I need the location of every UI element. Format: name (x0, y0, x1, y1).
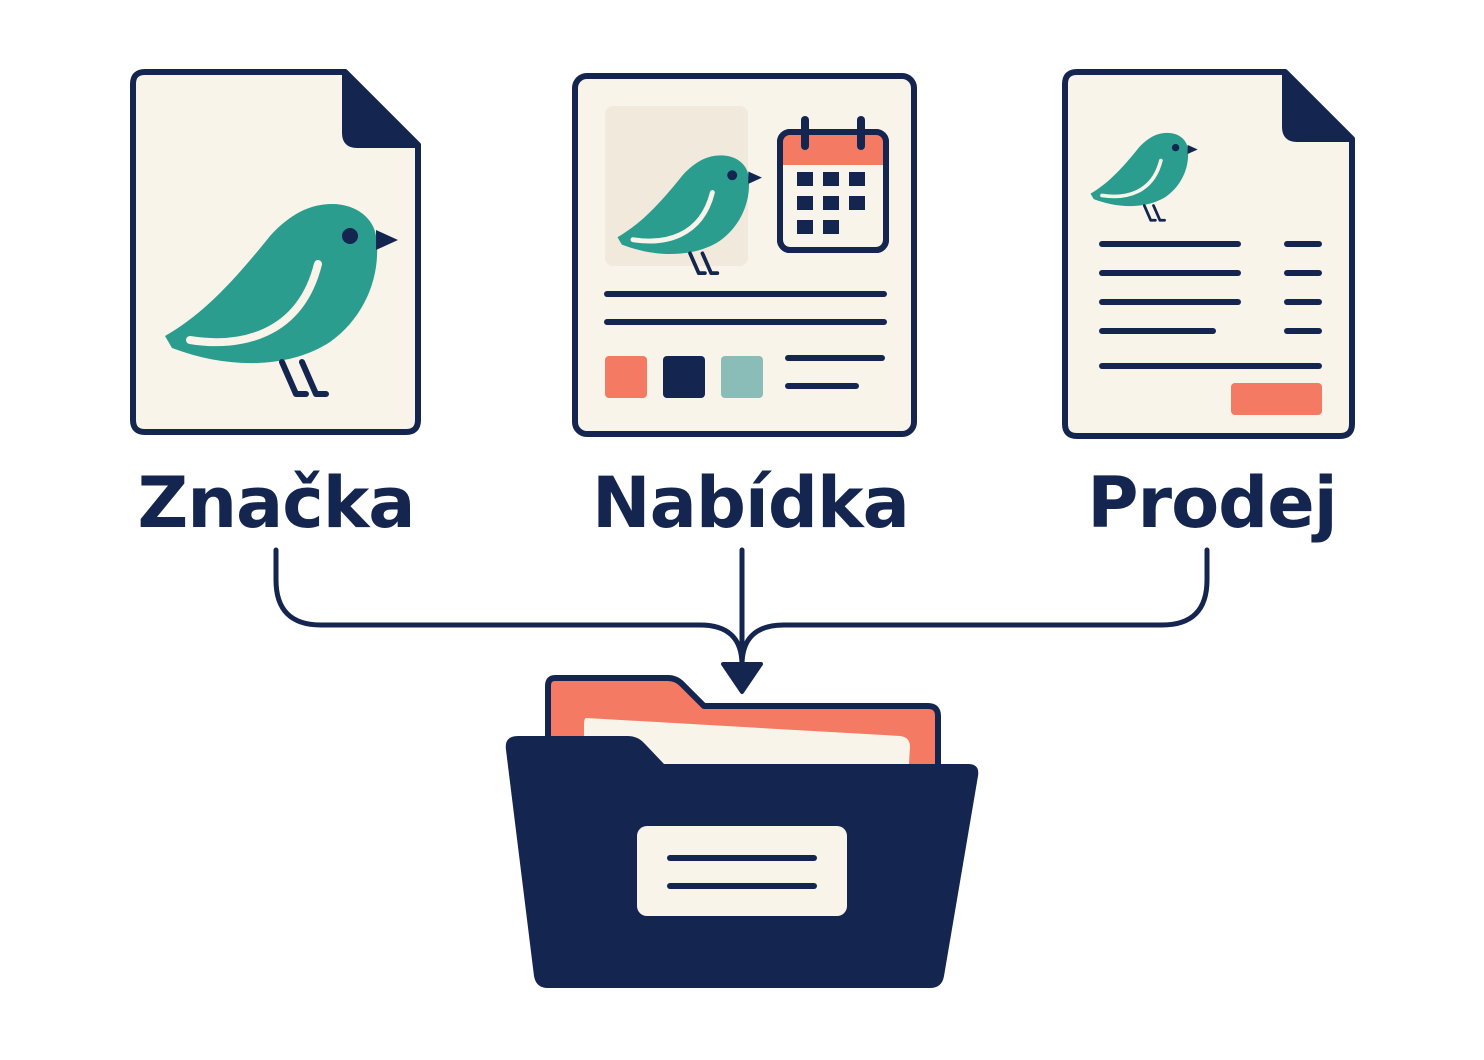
swatch-sage (721, 356, 763, 398)
arrow-head (721, 662, 763, 694)
connector-sale (739, 547, 1210, 668)
label-offer: Nabídka (592, 462, 910, 544)
calendar-icon (777, 116, 889, 253)
folder-label (637, 826, 847, 916)
connector-brand (273, 547, 745, 668)
label-sale: Prodej (1087, 462, 1338, 544)
swatch-coral (605, 356, 647, 398)
total-badge (1231, 383, 1322, 415)
connector-lines (273, 547, 1210, 683)
label-brand: Značka (137, 462, 415, 544)
folder-icon (505, 675, 979, 988)
sale-document-icon (1062, 69, 1355, 439)
offer-card-icon (572, 73, 917, 437)
swatch-navy (663, 356, 705, 398)
brand-document-icon (130, 69, 421, 435)
